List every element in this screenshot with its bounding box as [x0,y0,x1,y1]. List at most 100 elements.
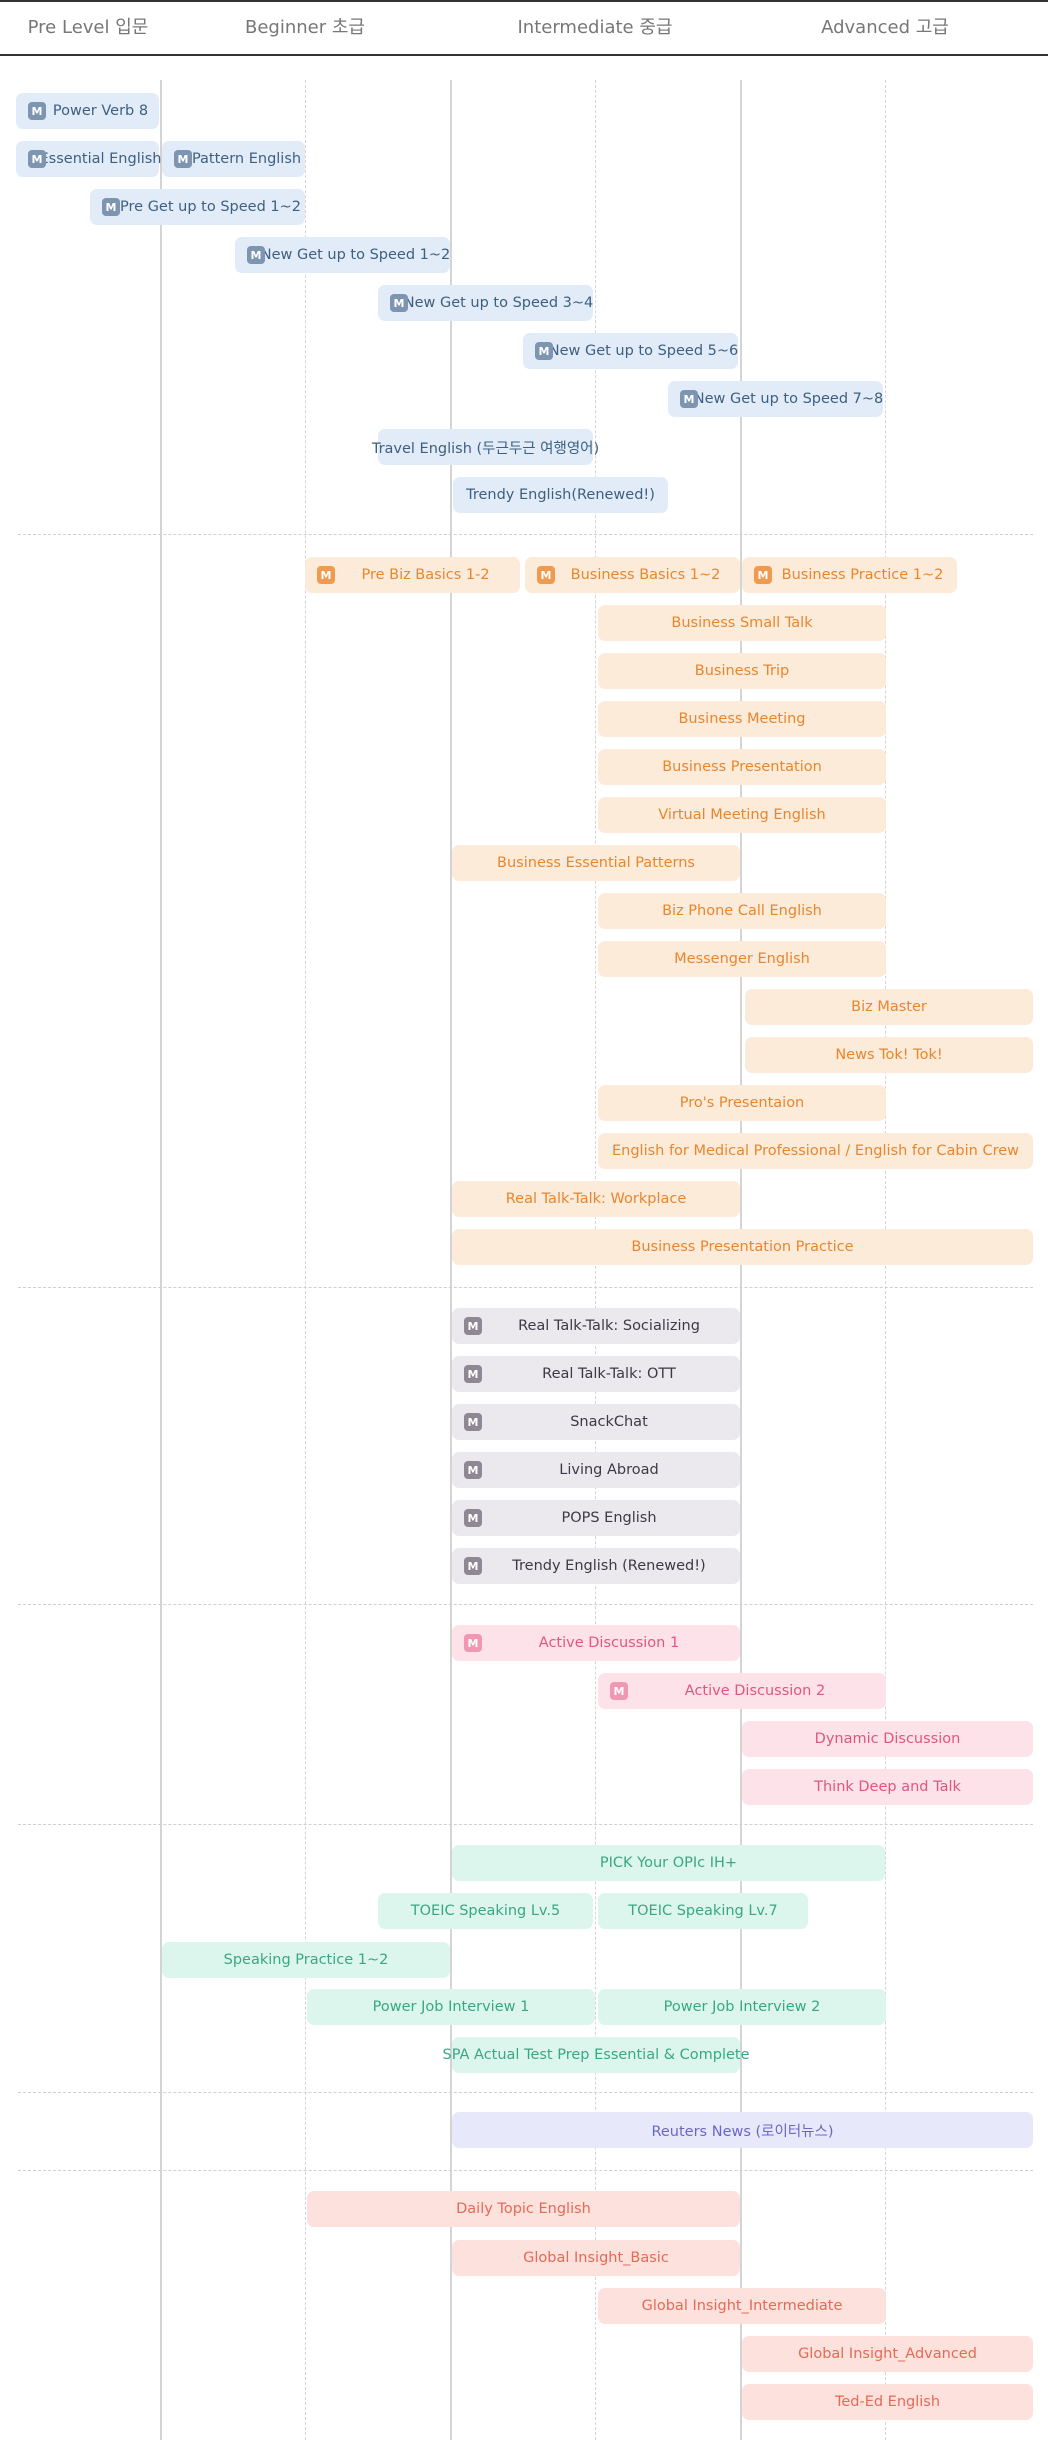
course-reuters-news[interactable]: Reuters News (로이터뉴스) [452,2112,1033,2148]
mobile-badge-icon: M [28,102,46,120]
course-pick-your-opic-ih[interactable]: PICK Your OPIc IH+ [452,1845,885,1881]
course-label: News Tok! Tok! [835,1047,943,1063]
course-label: Business Trip [694,663,790,679]
course-label: Reuters News (로이터뉴스) [651,2123,834,2140]
course-label: Business Meeting [678,711,806,727]
course-label: Dynamic Discussion [814,1731,961,1747]
course-label: New Get up to Speed 3~4 [403,295,594,311]
course-label: New Get up to Speed 5~6 [548,343,739,359]
header-beginner: Beginner 초급 [245,17,365,38]
course-biz-phone-call-english[interactable]: Biz Phone Call English [598,893,886,929]
course-power-job-interview-1[interactable]: Power Job Interview 1 [307,1989,595,2025]
course-label: Global Insight_Intermediate [641,2298,843,2314]
mobile-badge-icon: M [464,1317,482,1335]
course-toeic-speaking-lv-5[interactable]: TOEIC Speaking Lv.5 [378,1893,593,1929]
mobile-badge-icon: M [610,1682,628,1700]
course-label: Business Presentation Practice [631,1239,854,1255]
column-gridline [305,80,306,2440]
course-label: Pattern English [191,151,302,167]
course-global-insight-intermediate[interactable]: Global Insight_Intermediate [598,2288,886,2324]
section-divider [18,534,1033,535]
course-label: Biz Phone Call English [662,903,822,919]
course-label: Real Talk-Talk: Socializing [518,1318,700,1334]
course-label: Virtual Meeting English [658,807,826,823]
course-label: Real Talk-Talk: Workplace [505,1191,687,1207]
course-label: TOEIC Speaking Lv.5 [410,1903,561,1919]
course-label: Business Essential Patterns [497,855,695,871]
course-power-verb-8[interactable]: M Power Verb 8 [16,93,159,129]
course-business-meeting[interactable]: Business Meeting [598,701,886,737]
course-label: Real Talk-Talk: OTT [542,1366,676,1382]
course-active-discussion-1[interactable]: M Active Discussion 1 [452,1625,740,1661]
course-label: Biz Master [851,999,927,1015]
course-trendy-english-renewed[interactable]: M Trendy English (Renewed!) [452,1548,740,1584]
course-label: English for Medical Professional / Engli… [611,1143,1020,1159]
course-real-talk-talk-workplace[interactable]: Real Talk-Talk: Workplace [452,1181,740,1217]
mobile-badge-icon: M [537,566,555,584]
level-header: Pre Level 입문 Beginner 초급 Intermediate 중급… [0,0,1048,56]
course-label: Ted-Ed English [834,2394,941,2410]
course-virtual-meeting-english[interactable]: Virtual Meeting English [598,797,886,833]
course-business-small-talk[interactable]: Business Small Talk [598,605,886,641]
course-label: Trendy English(Renewed!) [466,487,655,503]
course-global-insight-basic[interactable]: Global Insight_Basic [452,2240,740,2276]
course-biz-master[interactable]: Biz Master [745,989,1033,1025]
course-label: Think Deep and Talk [814,1779,961,1795]
course-label: Power Job Interview 1 [372,1999,530,2015]
mobile-badge-icon: M [464,1557,482,1575]
course-pro-s-presentaion[interactable]: Pro's Presentaion [598,1085,886,1121]
course-label: Trendy English (Renewed!) [512,1558,706,1574]
course-label: TOEIC Speaking Lv.7 [628,1903,778,1919]
course-speaking-practice-1-2[interactable]: Speaking Practice 1~2 [162,1942,450,1978]
course-real-talk-talk-socializing[interactable]: M Real Talk-Talk: Socializing [452,1308,740,1344]
course-english-for-medical-professional-english-for-cabin-crew[interactable]: English for Medical Professional / Engli… [598,1133,1033,1169]
course-dynamic-discussion[interactable]: Dynamic Discussion [742,1721,1033,1757]
course-news-tok-tok[interactable]: News Tok! Tok! [745,1037,1033,1073]
mobile-badge-icon: M [390,294,408,312]
course-toeic-speaking-lv-7[interactable]: TOEIC Speaking Lv.7 [598,1893,808,1929]
course-think-deep-and-talk[interactable]: Think Deep and Talk [742,1769,1033,1805]
column-gridline [160,80,162,2440]
course-business-essential-patterns[interactable]: Business Essential Patterns [452,845,740,881]
section-divider [18,1824,1033,1825]
course-trendy-english-renewed[interactable]: Trendy English(Renewed!) [453,477,668,513]
mobile-badge-icon: M [464,1413,482,1431]
course-label: Active Discussion 1 [538,1635,680,1651]
course-ted-ed-english[interactable]: Ted-Ed English [742,2384,1033,2420]
course-daily-topic-english[interactable]: Daily Topic English [307,2191,740,2227]
mobile-badge-icon: M [102,198,120,216]
course-global-insight-advanced[interactable]: Global Insight_Advanced [742,2336,1033,2372]
course-label: Messenger English [674,951,810,967]
course-label: Pre Get up to Speed 1~2 [120,199,301,215]
mobile-badge-icon: M [464,1634,482,1652]
course-label: POPS English [561,1510,657,1526]
course-label: Daily Topic English [456,2201,591,2217]
mobile-badge-icon: M [680,390,698,408]
course-power-job-interview-2[interactable]: Power Job Interview 2 [598,1989,886,2025]
course-travel-english[interactable]: Travel English (두근두근 여행영어) [372,429,599,465]
header-advanced: Advanced 고급 [821,17,949,38]
course-business-presentation-practice[interactable]: Business Presentation Practice [452,1229,1033,1265]
course-messenger-english[interactable]: Messenger English [598,941,886,977]
course-label: Power Verb 8 [52,103,149,119]
mobile-badge-icon: M [174,150,192,168]
course-label: Power Job Interview 2 [663,1999,821,2015]
course-spa-actual-test-prep-essential-complete[interactable]: SPA Actual Test Prep Essential & Complet… [442,2037,750,2073]
course-business-presentation[interactable]: Business Presentation [598,749,886,785]
course-business-trip[interactable]: Business Trip [598,653,886,689]
